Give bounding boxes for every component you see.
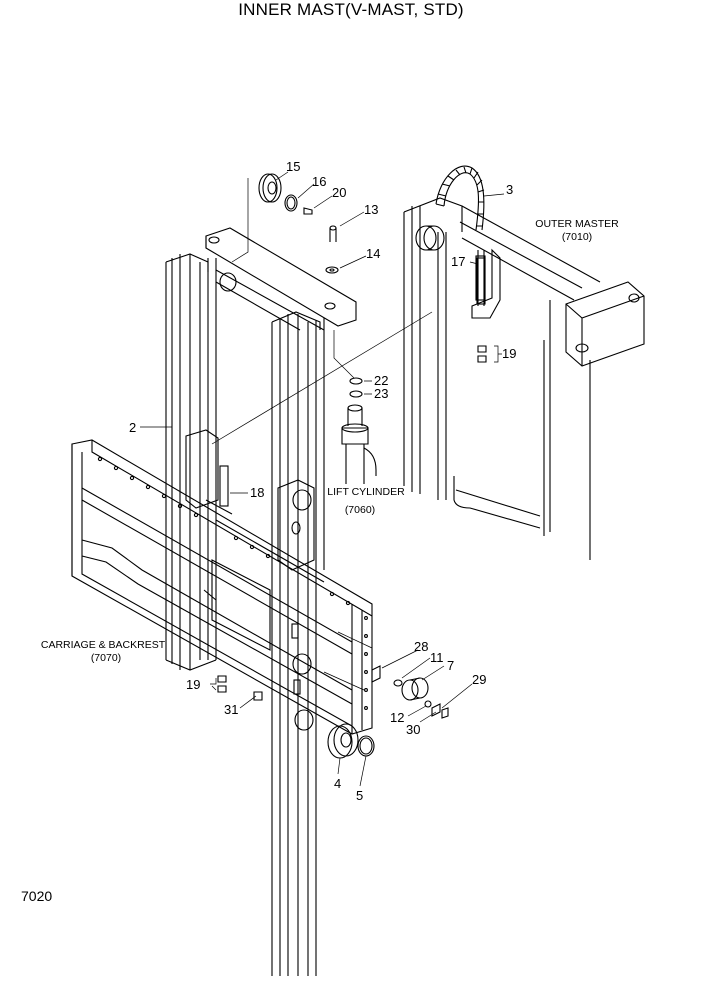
callout-16: 16	[312, 174, 326, 189]
callout-29: 29	[472, 672, 486, 687]
callout-20: 20	[332, 185, 346, 200]
callout-19-bottom: 19	[186, 677, 200, 692]
outer-master-code: (7010)	[562, 231, 592, 243]
outer-master-label: OUTER MASTER	[535, 218, 619, 230]
lift-cylinder-code: (7060)	[345, 504, 375, 516]
callout-23: 23	[374, 386, 388, 401]
callout-3: 3	[506, 182, 513, 197]
callout-28: 28	[414, 639, 428, 654]
callout-4: 4	[334, 776, 341, 791]
callout-22: 22	[374, 373, 388, 388]
callout-12: 12	[390, 710, 404, 725]
callout-18: 18	[250, 485, 264, 500]
loose-parts	[217, 173, 487, 759]
callout-15: 15	[286, 159, 300, 174]
carriage-drawing	[71, 439, 373, 735]
outer-mast-drawing	[403, 197, 645, 560]
callout-13: 13	[364, 202, 378, 217]
callout-31: 31	[224, 702, 238, 717]
page-code: 7020	[21, 888, 53, 904]
page-title: INNER MAST(V-MAST, STD)	[238, 0, 464, 19]
chain-drawing	[435, 165, 485, 231]
callout-19-top: 19	[502, 346, 516, 361]
inner-mast-drawing	[165, 227, 357, 976]
callout-17: 17	[451, 254, 465, 269]
carriage-backrest-label: CARRIAGE & BACKREST	[41, 639, 166, 651]
callout-14: 14	[366, 246, 380, 261]
callout-5: 5	[356, 788, 363, 803]
callout-2: 2	[129, 420, 136, 435]
lift-cylinder-label: LIFT CYLINDER	[327, 486, 405, 498]
callout-7: 7	[447, 658, 454, 673]
callout-11: 11	[430, 650, 444, 665]
leader-lines	[140, 171, 505, 787]
carriage-backrest-code: (7070)	[91, 652, 121, 664]
callout-30: 30	[406, 722, 420, 737]
